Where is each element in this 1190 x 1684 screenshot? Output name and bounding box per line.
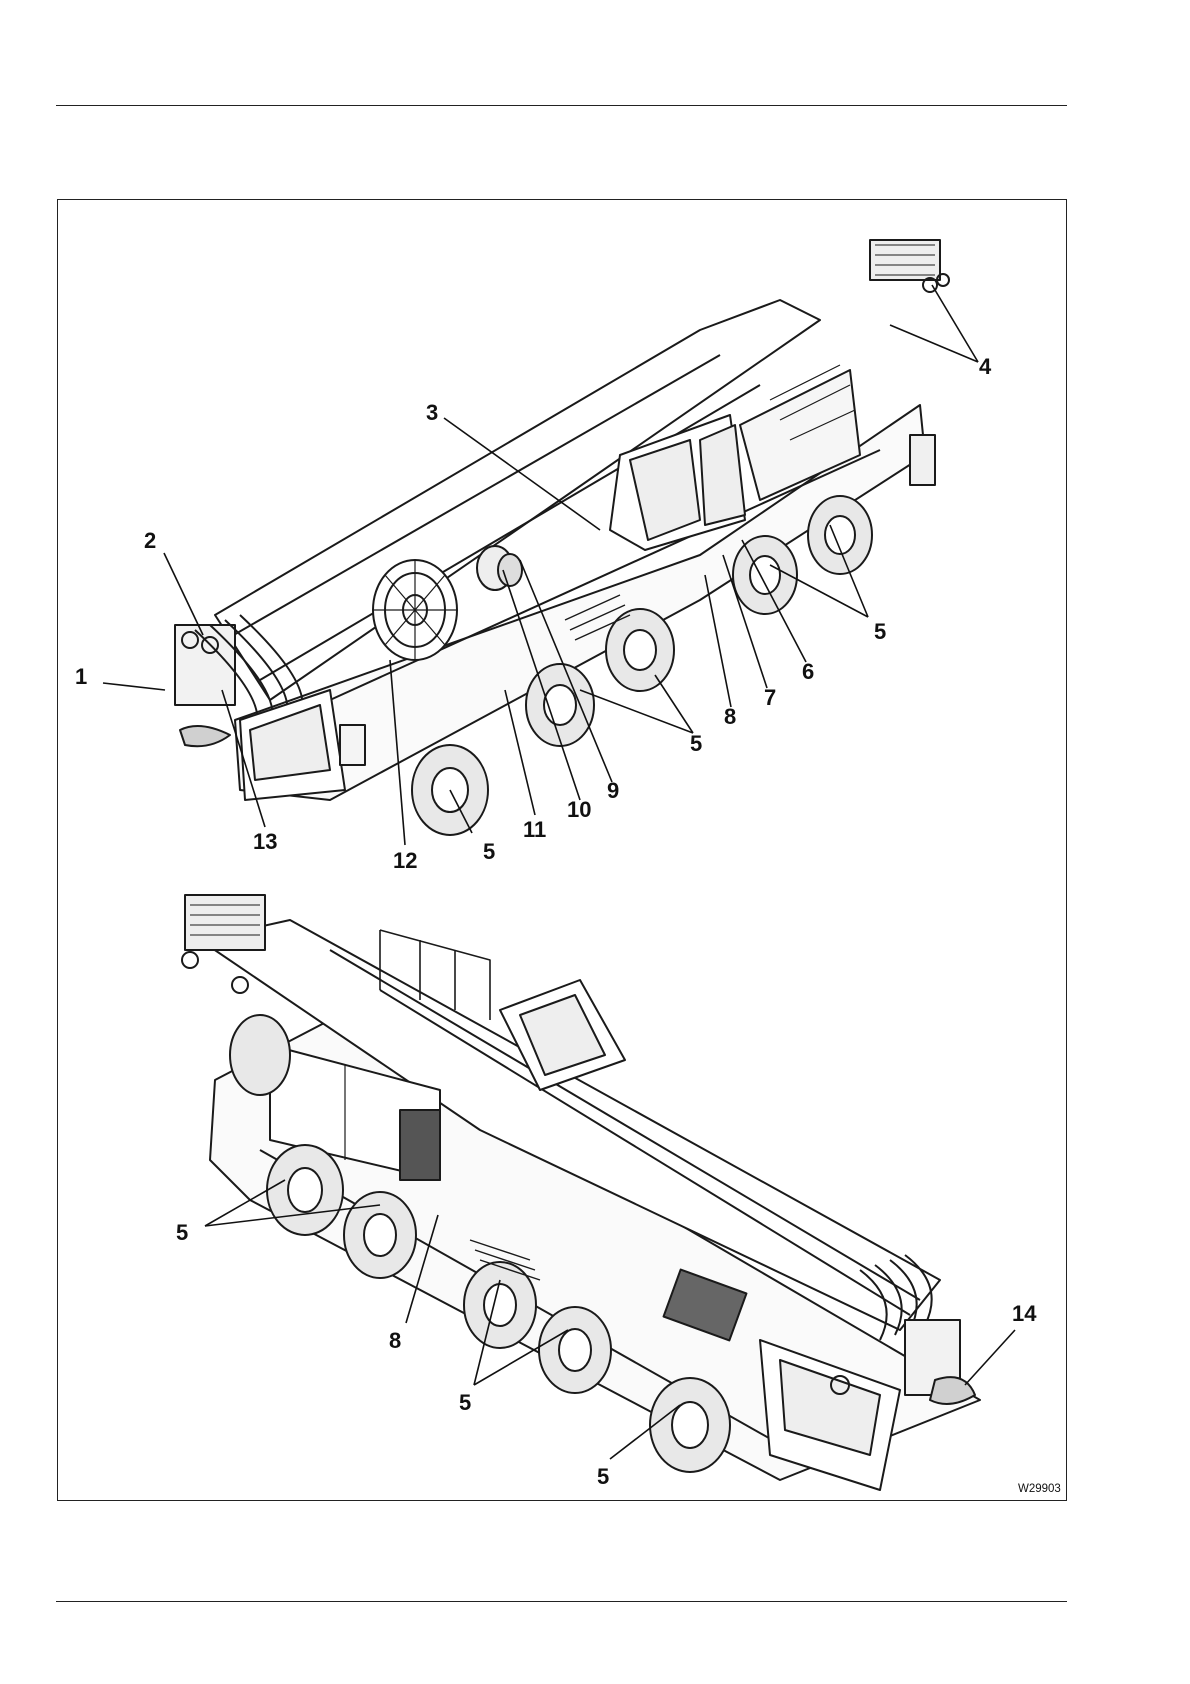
- callout-2: 2: [144, 528, 156, 553]
- callout-1: 1: [75, 664, 87, 689]
- callout-12: 12: [393, 848, 417, 873]
- callout-5-middle-bottom: 5: [459, 1390, 471, 1415]
- callout-6: 6: [802, 659, 814, 684]
- callout-14: 14: [1012, 1301, 1037, 1326]
- callout-7: 7: [764, 685, 776, 710]
- figure-code: W29903: [1018, 1483, 1061, 1495]
- callout-13: 13: [253, 829, 277, 854]
- callout-5-front: 5: [483, 839, 495, 864]
- rear-winch-top: [870, 240, 949, 292]
- callout-10: 10: [567, 797, 591, 822]
- cable-drum-top: [373, 560, 457, 660]
- callout-4: 4: [979, 354, 992, 379]
- rear-winch-bottom: [182, 895, 265, 993]
- callout-11: 11: [523, 817, 546, 842]
- callout-5-front-bottom: 5: [597, 1464, 609, 1489]
- callout-8: 8: [724, 704, 736, 729]
- callout-5-middle: 5: [690, 731, 702, 756]
- callout-5-rear-bottom: 5: [176, 1220, 188, 1245]
- hoist-winch-top: [477, 546, 522, 590]
- callout-9: 9: [607, 778, 619, 803]
- callout-5-rear: 5: [874, 619, 886, 644]
- crane-bottom-view: [182, 895, 980, 1490]
- callout-8-bottom: 8: [389, 1328, 401, 1353]
- callout-3: 3: [426, 400, 438, 425]
- leader-lines-top: [103, 285, 978, 845]
